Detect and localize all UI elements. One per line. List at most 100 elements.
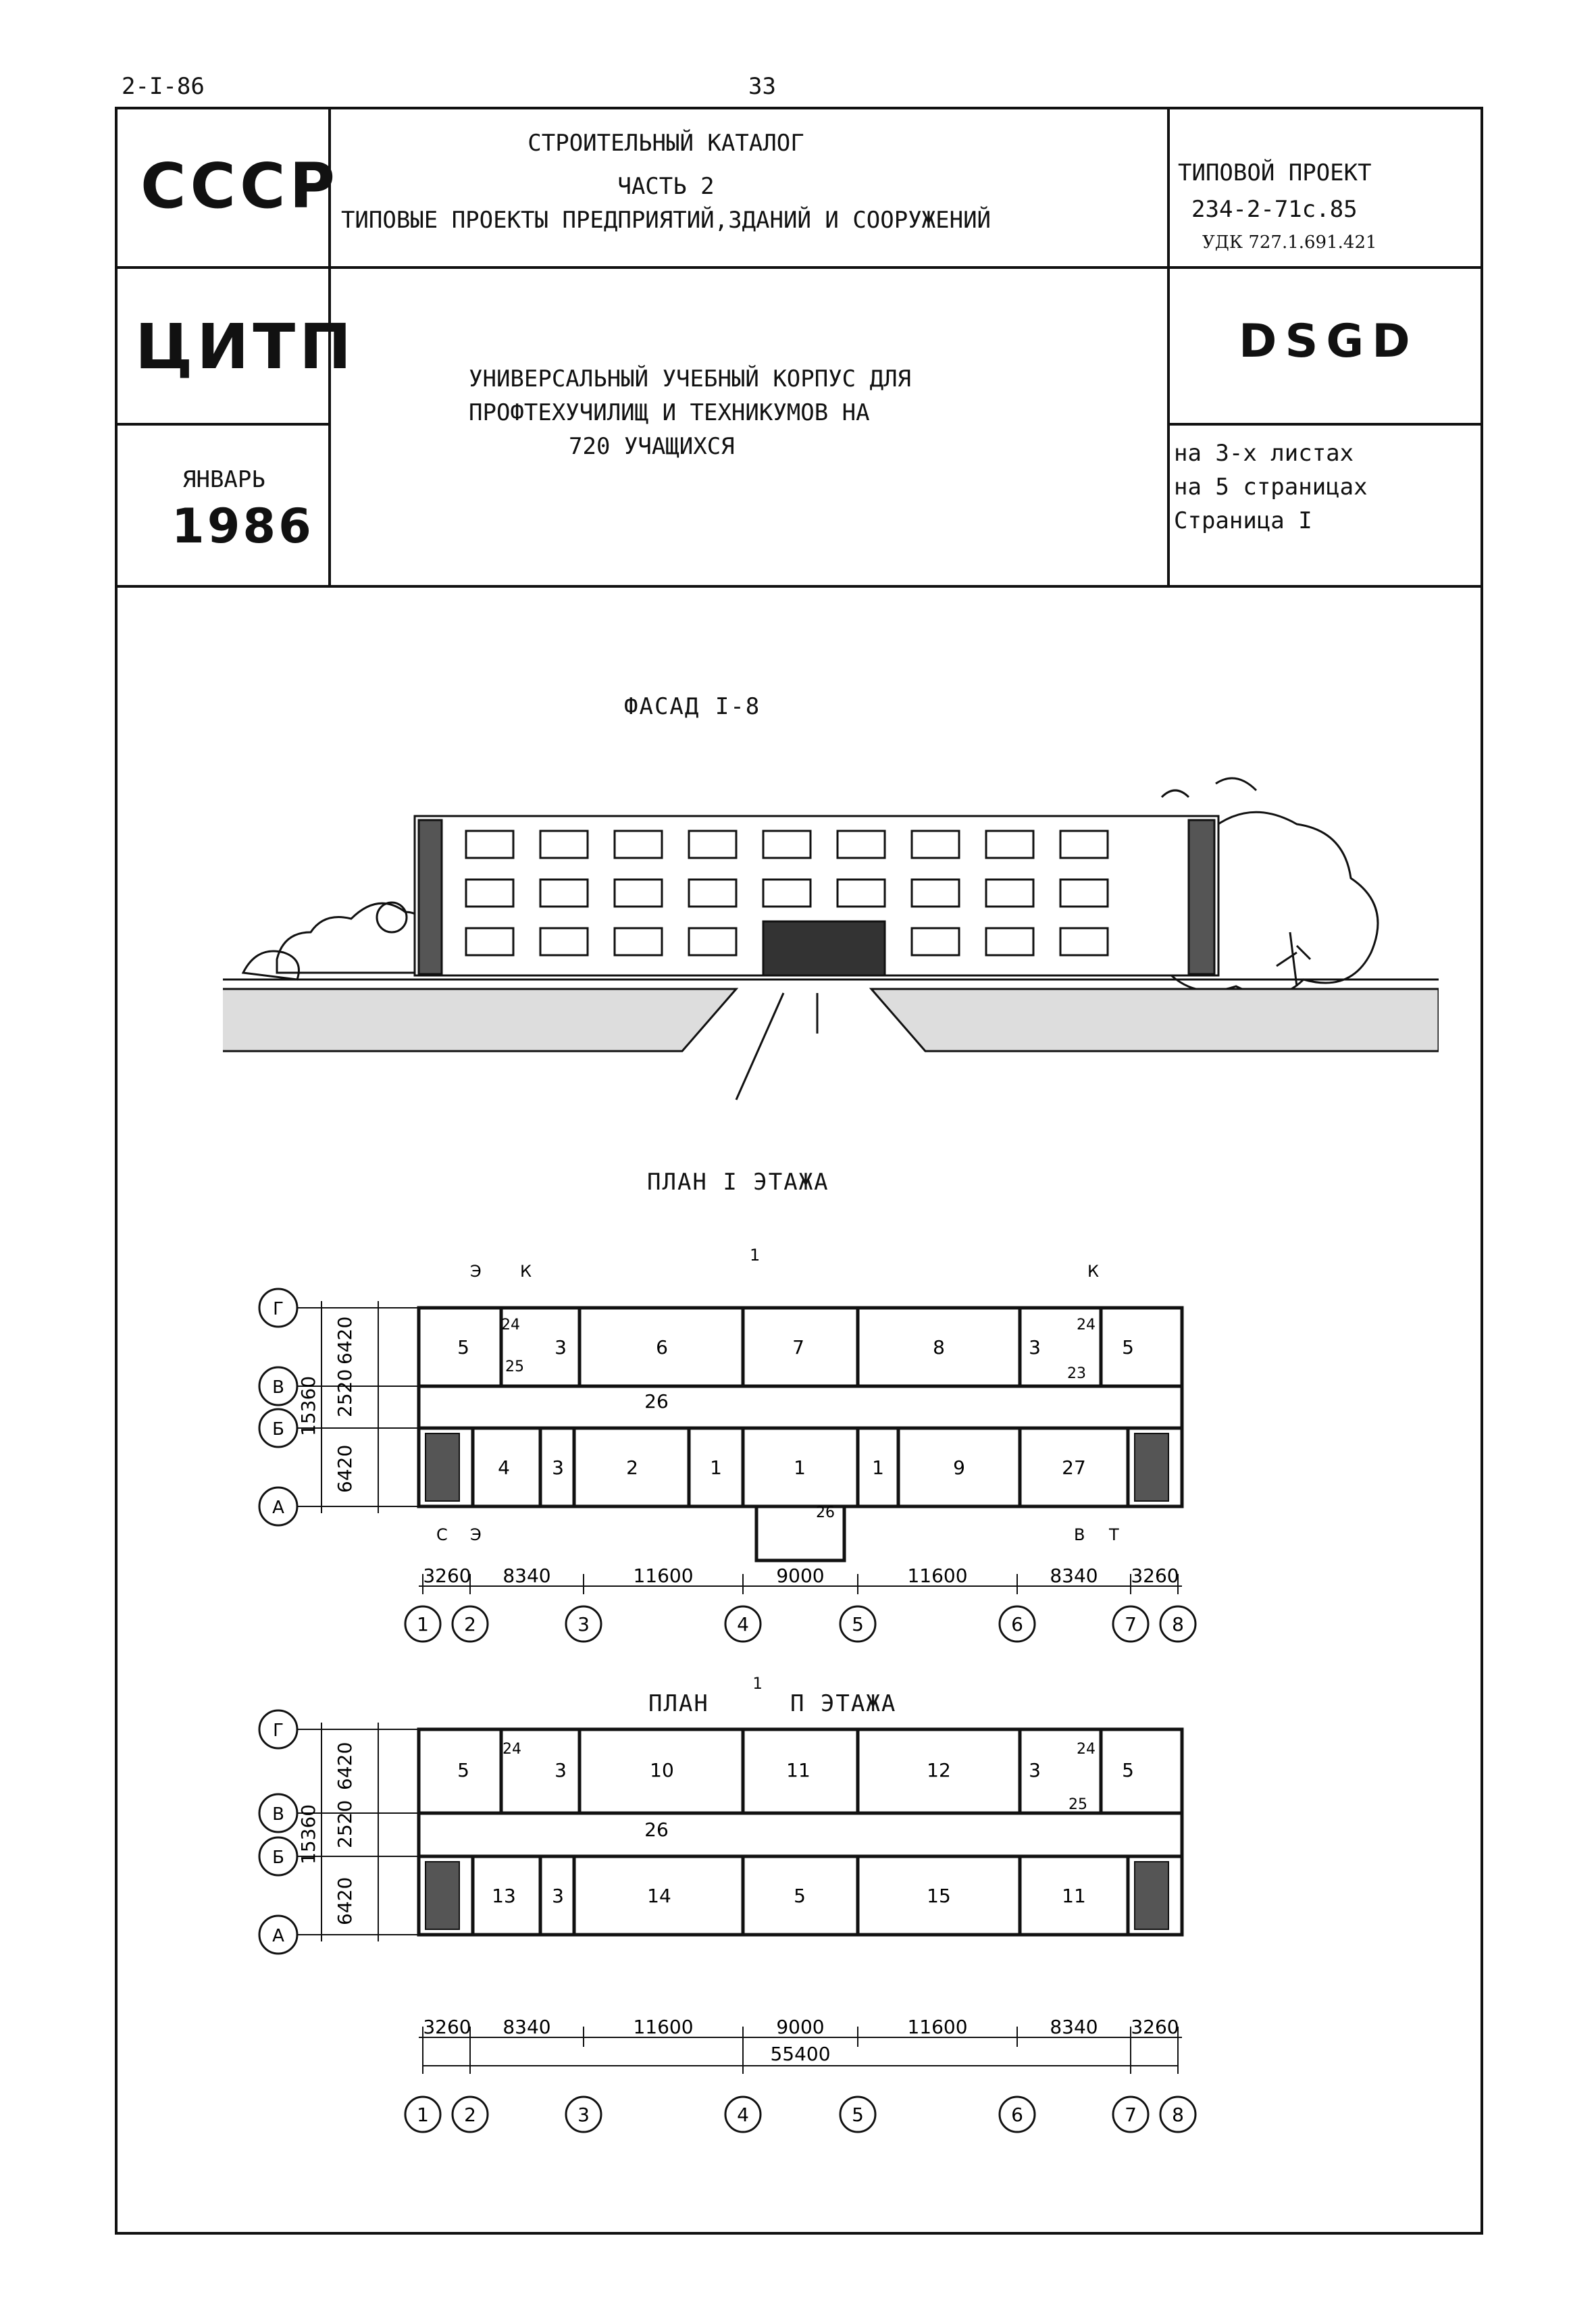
title-divider <box>1167 423 1481 426</box>
plan2-stair-tag: 24 <box>1077 1741 1096 1758</box>
month-label: ЯНВАРЬ <box>182 466 265 493</box>
plan1-span-dim: 3260 <box>423 1565 471 1587</box>
plan2-row-v: В <box>272 1804 284 1825</box>
plan2-room: 10 <box>650 1759 674 1781</box>
title-divider <box>118 423 328 426</box>
plan1-row-dim-1: 6420 <box>334 1317 356 1365</box>
plan1-row-v: В <box>272 1377 284 1398</box>
plan2-drawing: Г В Б А 6420 2520 6420 15360 5 3 10 11 1… <box>258 1709 1184 2074</box>
plan1-drawing: Г В Б А 6420 2520 6420 15360 5 3 6 <box>258 1246 1184 1594</box>
project-code: DSGD <box>1239 315 1418 368</box>
plan1-row-a: А <box>272 1498 284 1518</box>
plan2-span-dim: 9000 <box>776 2016 824 2038</box>
plan1-row-b: Б <box>272 1419 284 1440</box>
plan1-section-mark: 1 <box>750 1246 760 1265</box>
plan2-room: 5 <box>457 1759 469 1781</box>
row-axis-markers <box>258 1288 299 1527</box>
plan1-caption: ПЛАН I ЭТАЖА <box>647 1169 829 1196</box>
plan2-span-dim: 11600 <box>907 2016 967 2038</box>
year-label: 1986 <box>172 499 314 554</box>
country-label: СССР <box>140 150 339 222</box>
plan2-row-dim-1: 6420 <box>334 1742 356 1790</box>
building-title-line-3: 720 УЧАЩИХСЯ <box>569 433 735 460</box>
plan1-corridor: 26 <box>644 1390 669 1413</box>
sheet-info-line-1: на 3-х листах <box>1174 440 1354 467</box>
plan1-room: 3 <box>555 1336 567 1358</box>
plan2-span-dim: 11600 <box>633 2016 693 2038</box>
plan2-room: 15 <box>927 1885 951 1907</box>
plan1-marker: С <box>436 1525 448 1544</box>
plan2-room: 13 <box>492 1885 516 1907</box>
plan2-span-dim: 8340 <box>503 2016 550 2038</box>
plan1-room: 8 <box>933 1336 945 1358</box>
plan1-marker: В <box>1074 1525 1085 1544</box>
title-divider <box>118 585 1481 588</box>
plan1-column-axes: 1 2 3 4 5 6 7 8 <box>404 1605 1197 1643</box>
plan1-stair-tag: 24 <box>1077 1317 1096 1333</box>
plan2-row-dim-3: 6420 <box>334 1877 356 1925</box>
plan1-marker: К <box>520 1262 532 1281</box>
plan2-axis: 8 <box>1172 2104 1184 2126</box>
plan1-marker: К <box>1087 1262 1099 1281</box>
title-divider <box>328 109 331 588</box>
plan2-span-dim: 3260 <box>423 2016 471 2038</box>
plan2-axis: 7 <box>1125 2104 1137 2126</box>
plan1-span-dim: 8340 <box>503 1565 550 1587</box>
building-title-line-1: УНИВЕРСАЛЬНЫЙ УЧЕБНЫЙ КОРПУС ДЛЯ <box>469 365 912 392</box>
plan2-overall-dim: 55400 <box>770 2043 830 2065</box>
plan1-span-dim: 3260 <box>1131 1565 1179 1587</box>
plan2-stair-tag: 24 <box>503 1741 521 1758</box>
plan1-axis: 8 <box>1172 1613 1184 1635</box>
plan1-room: 1 <box>710 1456 722 1479</box>
title-divider <box>1167 109 1170 588</box>
plan1-room: 1 <box>872 1456 884 1479</box>
plan1-axis: 6 <box>1011 1613 1023 1635</box>
plan1-span-dim: 8340 <box>1050 1565 1098 1587</box>
catalog-line-3: ТИПОВЫЕ ПРОЕКТЫ ПРЕДПРИЯТИЙ,ЗДАНИЙ И СОО… <box>340 207 992 234</box>
facade-caption: ФАСАД I-8 <box>624 693 761 720</box>
plan2-section-mark: 1 <box>752 1674 764 1693</box>
page-number: 33 <box>748 73 776 100</box>
plan1-row-dim-2: 2520 <box>334 1369 356 1417</box>
plan1-axis: 7 <box>1125 1613 1137 1635</box>
plan2-room: 12 <box>927 1759 951 1781</box>
plan2-room: 5 <box>1122 1759 1134 1781</box>
plan2-total-dim: 15360 <box>297 1804 319 1864</box>
page-frame <box>115 107 1483 2235</box>
sheet-info-line-3: Страница I <box>1174 507 1312 534</box>
plan2-stair-tag: 25 <box>1069 1796 1087 1813</box>
plan2-room: 3 <box>552 1885 564 1907</box>
plan1-span-dim: 11600 <box>907 1565 967 1587</box>
plan1-row-dim-3: 6420 <box>334 1445 356 1493</box>
plan1-room: 4 <box>498 1456 510 1479</box>
plan1-room: 2 <box>626 1456 638 1479</box>
document-code: 2-I-86 <box>122 73 205 100</box>
catalog-line-1: СТРОИТЕЛЬНЫЙ КАТАЛОГ <box>527 130 804 157</box>
plan1-row-g: Г <box>273 1299 284 1319</box>
plan2-axis: 3 <box>577 2104 590 2126</box>
plan1-stair-tag: 25 <box>505 1358 524 1375</box>
plan2-room: 3 <box>555 1759 567 1781</box>
project-label: ТИПОВОЙ ПРОЕКТ <box>1178 159 1372 186</box>
plan2-axis: 2 <box>464 2104 476 2126</box>
org-label: ЦИТП <box>135 311 356 383</box>
ground <box>223 978 1439 1100</box>
plan2-caption-left: ПЛАН <box>648 1690 709 1717</box>
plan2-row-g: Г <box>273 1721 284 1741</box>
plan2-corridor: 26 <box>644 1819 669 1841</box>
plan1-axis: 4 <box>737 1613 749 1635</box>
plan1-span-dim: 9000 <box>776 1565 824 1587</box>
plan1-total-dim: 15360 <box>297 1376 319 1436</box>
plan2-room: 14 <box>647 1885 671 1907</box>
plan2-room: 3 <box>1029 1759 1041 1781</box>
plan1-room: 7 <box>792 1336 804 1358</box>
plan2-caption-right: П ЭТАЖА <box>790 1690 897 1717</box>
plan2-row-b: Б <box>272 1848 284 1868</box>
plan2-axis: 4 <box>737 2104 749 2126</box>
plan1-stair-tag: 24 <box>501 1317 520 1333</box>
plan1-room: 5 <box>1122 1336 1134 1358</box>
catalog-line-2: ЧАСТЬ 2 <box>617 173 715 200</box>
plan2-row-dim-2: 2520 <box>334 1800 356 1848</box>
plan1-room: 1 <box>794 1456 806 1479</box>
building-title: УНИВЕРСАЛЬНЫЙ УЧЕБНЫЙ КОРПУС ДЛЯ ПРОФТЕХ… <box>469 362 911 463</box>
